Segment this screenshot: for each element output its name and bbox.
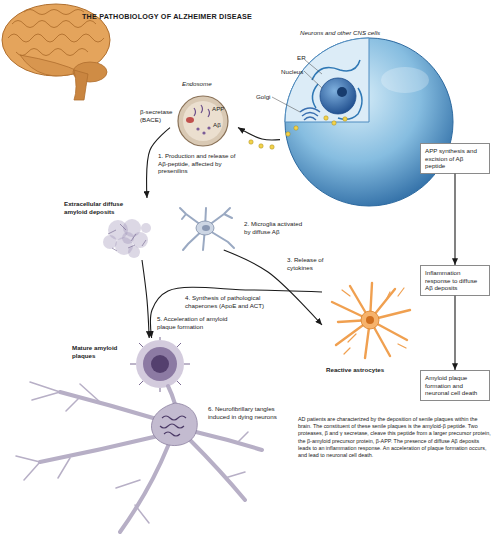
mature-plaque: Mature amyloid plaques (70, 338, 190, 388)
brain-temporal-lobe (20, 55, 80, 76)
app-protein (194, 105, 210, 117)
step-label: 4. Synthesis of pathological chaperones … (185, 294, 280, 309)
secretase-enzyme (186, 117, 194, 123)
connector-arrow (238, 128, 280, 140)
part-label: β-secretase (BACE) (140, 108, 182, 123)
vesicle (249, 140, 253, 144)
figure-caption: AD patients are characterized by the dep… (298, 416, 492, 459)
neuron-soma (151, 403, 197, 446)
figure-title: THE PATHOBIOLOGY OF ALZHEIMER DISEASE (82, 13, 252, 22)
microglia-nucleus (202, 225, 210, 231)
astrocyte-nucleus (366, 316, 374, 324)
part-label: ER (297, 54, 306, 62)
node-label: 2. Microglia activated by diffuse Aβ (244, 220, 306, 235)
vesicle (332, 121, 336, 125)
astrocyte-body (361, 311, 379, 329)
microglia-process (180, 208, 234, 250)
reactive-astrocyte: Reactive astrocytes (322, 280, 418, 380)
astrocyte-branch (342, 288, 406, 354)
astrocyte-process (332, 283, 410, 358)
process-box: APP synthesis and excision of Aβ peptide (420, 143, 490, 174)
endosome-membrane (178, 96, 228, 146)
diffuse-deposit (128, 246, 140, 258)
vesicle (270, 145, 274, 149)
neuron-branch (16, 382, 248, 523)
plaque-halo (136, 340, 184, 388)
diffuse-deposit (122, 232, 134, 244)
microglia: 2. Microglia activated by diffuse Aβ (180, 208, 305, 250)
connector-arrow (151, 287, 322, 338)
cell-cutaway (285, 38, 369, 122)
process-box: Amyloid plaque formation and neuronal ce… (420, 370, 490, 401)
node-label: Reactive astrocytes (326, 366, 418, 374)
plaque-body (143, 347, 177, 381)
diffuse-deposit (141, 223, 151, 233)
microglia-body (196, 221, 214, 235)
part-label: Aβ (213, 121, 221, 129)
part-label: Nucleus (281, 68, 303, 76)
step-label: 3. Release of cytokines (287, 256, 342, 271)
node-label: Endosome (182, 80, 236, 88)
vesicle (294, 126, 298, 130)
vesicle (324, 116, 328, 120)
nucleus (320, 78, 356, 114)
golgi-apparatus (300, 108, 320, 120)
abeta-peptide (202, 131, 205, 134)
abeta-peptide (207, 126, 210, 129)
connector-arrow (454, 296, 455, 370)
leader-line (181, 60, 322, 119)
cell-highlight (381, 67, 429, 93)
step-label: 5. Acceleration of amyloid plaque format… (157, 315, 235, 330)
endoplasmic-reticulum (312, 60, 362, 119)
plaque-fringe (130, 337, 190, 392)
node-label: Neurons and other CNS cells (300, 29, 450, 37)
node-label: Extracellular diffuse amyloid deposits (64, 200, 138, 215)
abeta-peptide (196, 127, 199, 130)
part-label: Golgi (256, 93, 270, 101)
process-box: Inflammation response to diffuse Aβ depo… (420, 265, 490, 296)
connector-arrow (454, 174, 455, 265)
node-label: Amyloid plaque formation and neuronal ce… (425, 374, 485, 397)
dying-neuron: 6. Neurofibrillary tangles induced in dy… (150, 400, 305, 450)
brain-stem (74, 70, 88, 100)
connector-arrow (142, 260, 149, 338)
part-label: APP (212, 105, 224, 113)
diffuse-deposit (132, 232, 148, 248)
neurofibrillary-tangle (160, 416, 186, 436)
plaque-core (151, 355, 169, 373)
step-label: 1. Production and release of Aβ-peptide,… (158, 152, 244, 175)
amyloid-fibrils (108, 224, 146, 251)
node-label: Mature amyloid plaques (72, 344, 124, 359)
cell-body (285, 38, 453, 206)
diffuse-deposit (103, 235, 117, 249)
node-label: APP synthesis and excision of Aβ peptide (425, 147, 485, 170)
vesicle (286, 132, 290, 136)
node-label: Inflammation response to diffuse Aβ depo… (425, 269, 485, 292)
vesicle (259, 144, 263, 148)
diffuse-deposits: Extracellular diffuse amyloid deposits (62, 198, 162, 260)
vesicle (343, 117, 347, 121)
cell-illustration: Neurons and other CNS cells (280, 28, 458, 208)
nucleolus (337, 87, 347, 97)
endosome: Endosome (170, 80, 238, 148)
node-label: 6. Neurofibrillary tangles induced in dy… (208, 405, 298, 420)
